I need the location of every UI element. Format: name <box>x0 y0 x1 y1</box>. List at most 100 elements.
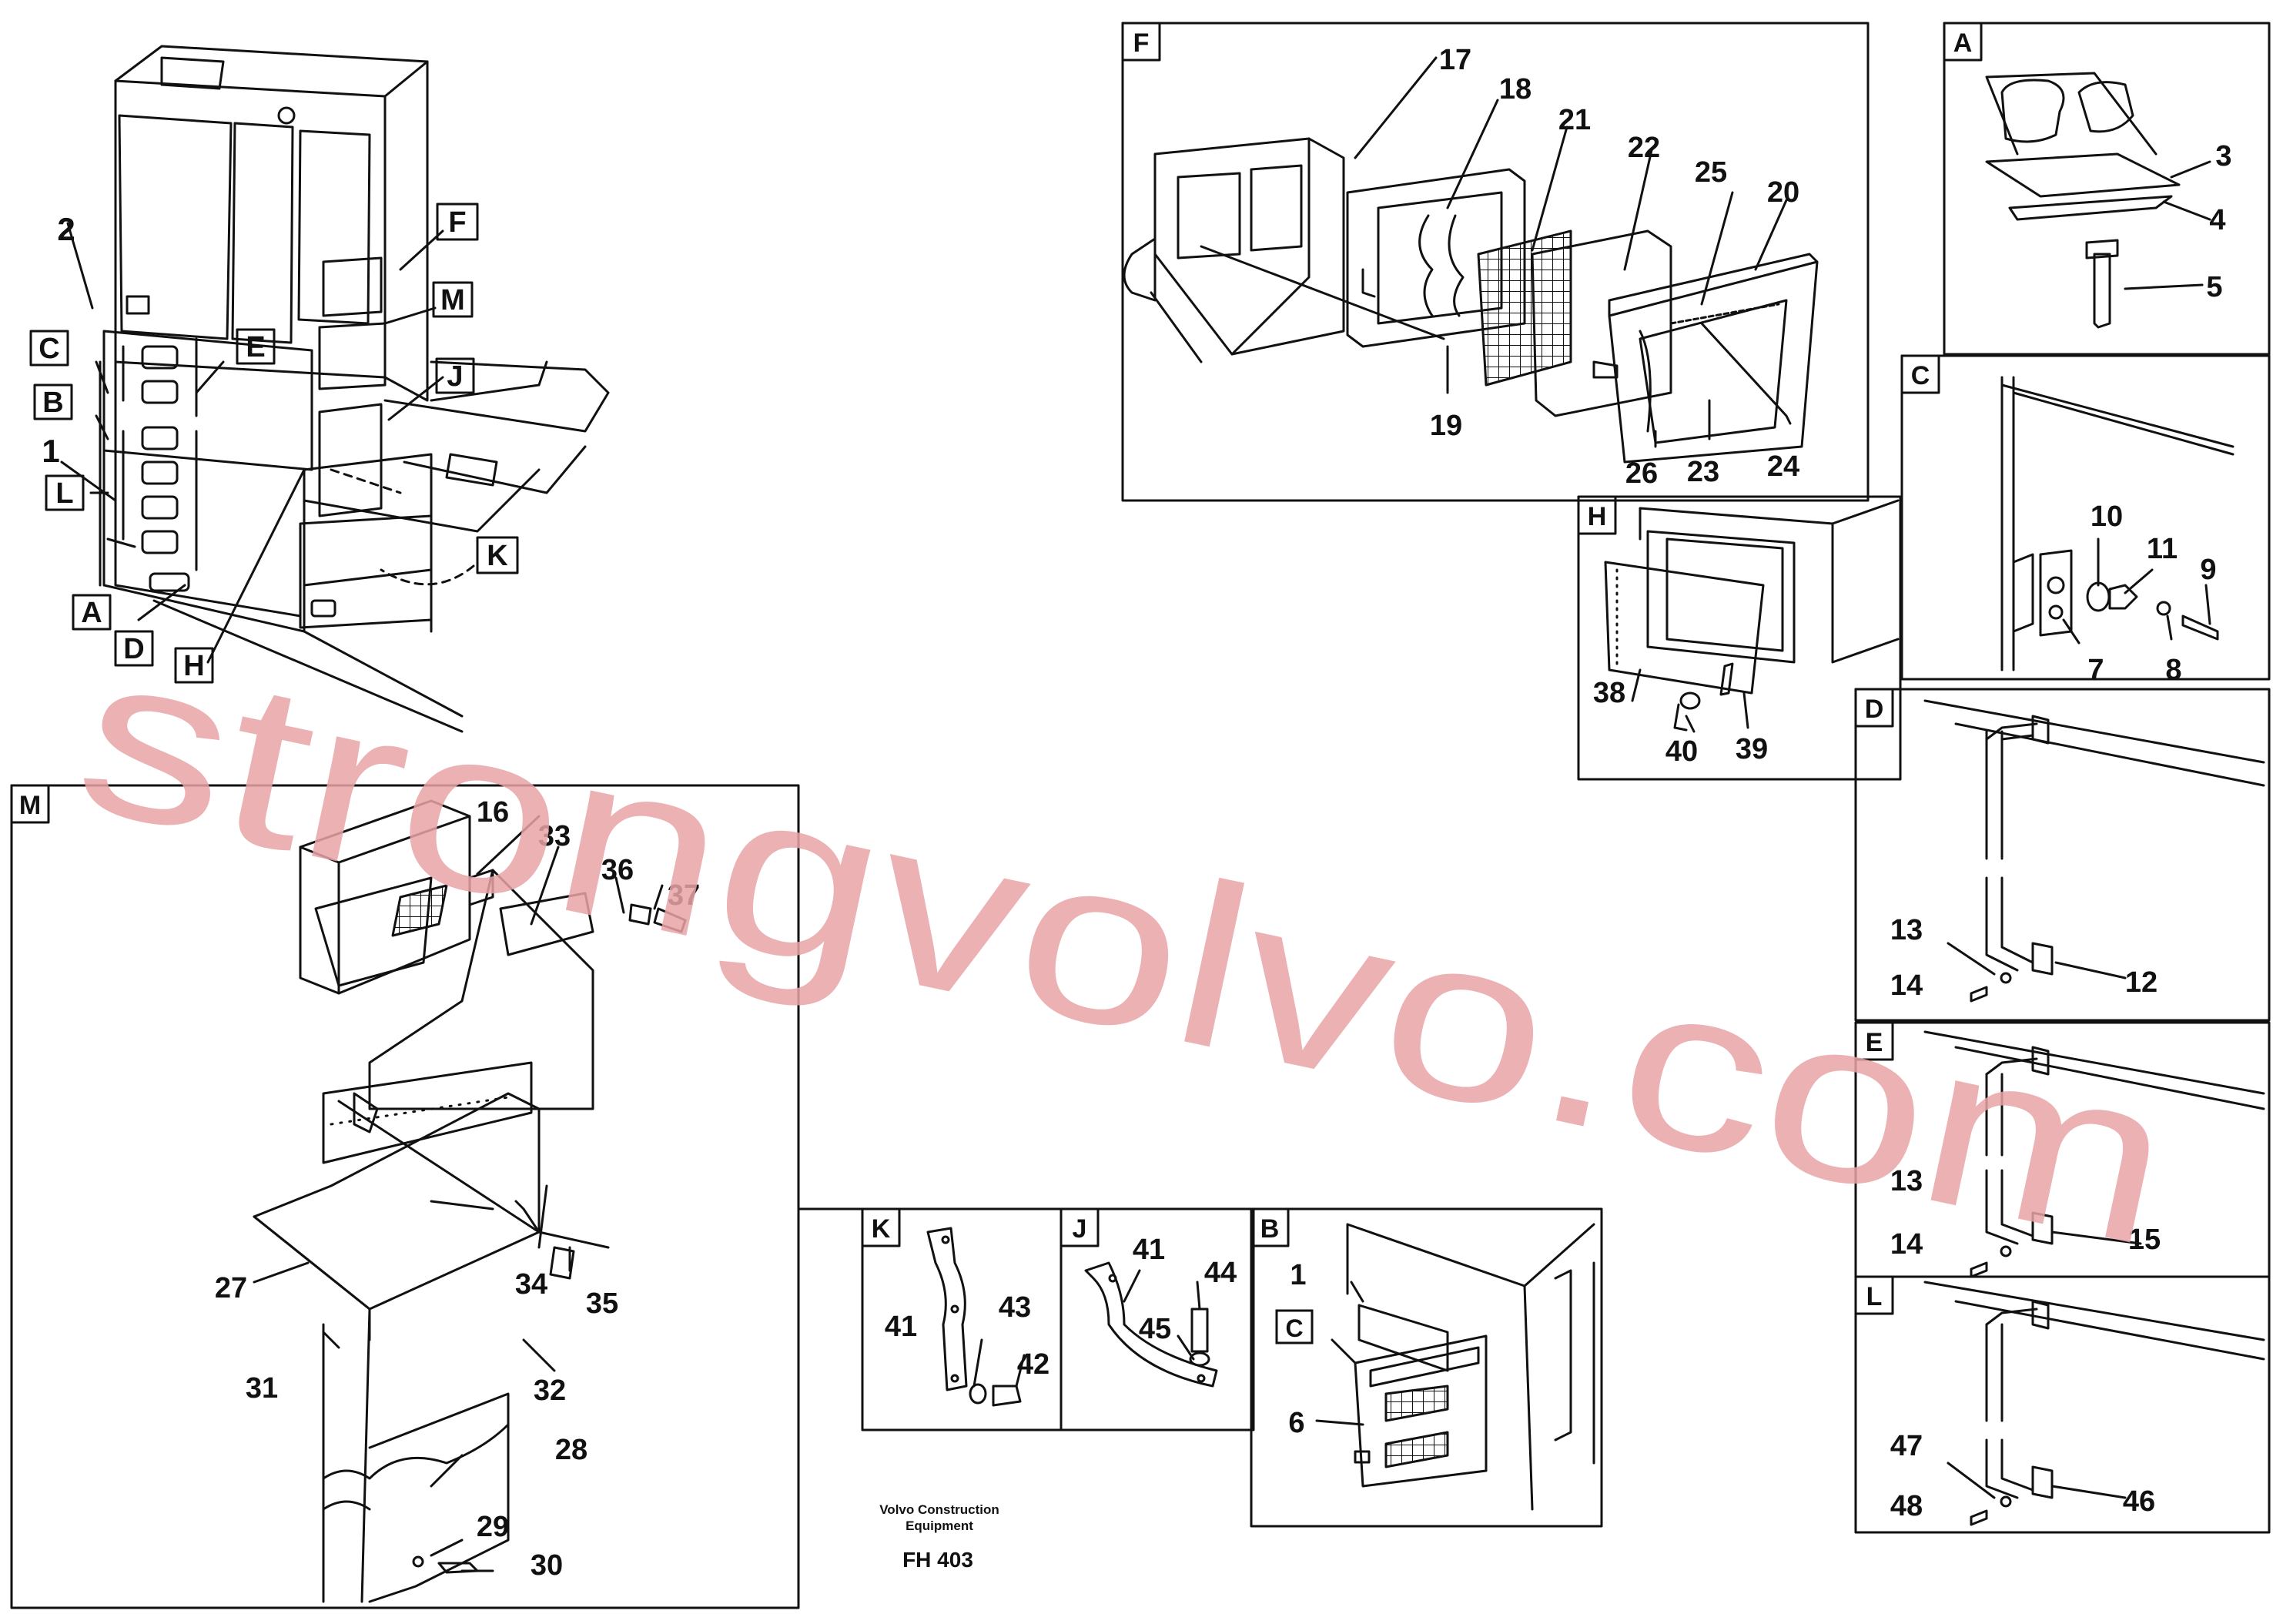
part-label-5: 5 <box>2206 271 2222 303</box>
panel-C-tag <box>1900 354 1940 394</box>
panel-M-illustration <box>253 799 687 1603</box>
part-label-46: 46 <box>2123 1485 2155 1518</box>
part-label-35: 35 <box>586 1287 618 1320</box>
overview-label-E: E <box>246 331 265 363</box>
panel-A-illustration <box>1985 72 2211 329</box>
overview-label-J: J <box>447 360 463 393</box>
panel-H-tag <box>1577 495 1617 535</box>
panel-D-tag <box>1854 688 1894 728</box>
part-label-39: 39 <box>1736 733 1768 765</box>
part-label-11: 11 <box>2147 533 2178 565</box>
panel-A-frame <box>1943 22 2271 356</box>
part-label-29: 29 <box>477 1511 509 1543</box>
part-label-8: 8 <box>2165 654 2181 686</box>
part-label-41-K: 41 <box>885 1311 917 1343</box>
part-label-23: 23 <box>1687 456 1719 488</box>
panel-F-illustration <box>1123 56 1819 464</box>
panel-K-letter: K <box>872 1214 891 1244</box>
part-label-4: 4 <box>2209 204 2225 236</box>
part-label-45: 45 <box>1139 1313 1171 1345</box>
part-label-36: 36 <box>601 854 634 886</box>
part-label-9: 9 <box>2200 554 2216 586</box>
panel-E-illustration <box>1923 1030 2265 1278</box>
panel-B-callout-C: C <box>1285 1314 1303 1342</box>
panel-H-letter: H <box>1588 502 1607 531</box>
panel-K-illustration <box>926 1227 1026 1407</box>
overview-label-F: F <box>448 206 466 239</box>
part-label-34: 34 <box>515 1268 547 1301</box>
overview-label-A: A <box>81 597 102 629</box>
part-label-47: 47 <box>1890 1430 1923 1462</box>
part-label-14-E: 14 <box>1890 1228 1923 1261</box>
overview-label-M-box <box>432 281 474 318</box>
part-label-33: 33 <box>538 820 571 852</box>
overview-label-B-box <box>33 383 73 420</box>
part-label-25: 25 <box>1695 156 1727 189</box>
overview-label-C: C <box>38 333 59 365</box>
panel-M-letter: M <box>19 791 41 820</box>
part-label-30: 30 <box>531 1549 563 1582</box>
panel-B-illustration <box>1315 1223 1595 1511</box>
panel-E-letter: E <box>1866 1028 1883 1057</box>
panel-F-frame <box>1121 22 1870 502</box>
footer-company-line2: Equipment <box>906 1519 973 1533</box>
part-label-40: 40 <box>1665 735 1698 768</box>
overview-label-C-box <box>29 330 69 367</box>
panel-D-letter: D <box>1865 695 1884 724</box>
overview-label-M: M <box>440 284 465 316</box>
panel-L-letter: L <box>1866 1282 1883 1311</box>
part-label-32: 32 <box>534 1375 566 1407</box>
footer-figure-code: FH 403 <box>902 1548 973 1572</box>
part-label-19: 19 <box>1430 410 1462 442</box>
part-label-17: 17 <box>1439 44 1471 76</box>
panel-E-tag <box>1854 1021 1894 1061</box>
part-label-15: 15 <box>2128 1224 2161 1256</box>
overview-label-H: H <box>183 650 204 682</box>
panel-L-frame <box>1854 1275 2271 1534</box>
overview-part-1: 1 <box>42 433 59 469</box>
panel-F-letter: F <box>1133 28 1150 58</box>
panel-M-tag <box>10 784 50 824</box>
part-label-10: 10 <box>2091 501 2123 533</box>
part-label-24: 24 <box>1767 450 1799 483</box>
panel-L-illustration <box>1923 1281 2265 1526</box>
overview-label-H-box <box>174 647 214 684</box>
part-label-43: 43 <box>999 1291 1031 1324</box>
overview-part-2: 2 <box>57 211 75 247</box>
part-label-31: 31 <box>246 1372 278 1405</box>
part-label-16: 16 <box>477 796 509 829</box>
part-label-42: 42 <box>1017 1348 1049 1381</box>
part-label-13-E: 13 <box>1890 1165 1923 1197</box>
part-label-3: 3 <box>2215 140 2231 172</box>
panel-C-illustration <box>2000 376 2235 671</box>
overview-label-L-box <box>45 474 85 511</box>
part-label-38: 38 <box>1593 677 1625 709</box>
part-label-44: 44 <box>1204 1257 1237 1289</box>
panel-J-illustration <box>1084 1261 1218 1388</box>
part-label-18: 18 <box>1499 73 1532 105</box>
panel-C-letter: C <box>1911 361 1930 390</box>
panel-B-letter: B <box>1260 1214 1280 1244</box>
panel-D-frame <box>1854 688 2271 1022</box>
part-label-20: 20 <box>1767 176 1799 209</box>
overview-label-L: L <box>55 477 73 510</box>
part-label-14-D: 14 <box>1890 969 1923 1002</box>
part-label-7: 7 <box>2087 654 2104 686</box>
panel-H-illustration <box>1604 499 1900 733</box>
part-label-12: 12 <box>2125 966 2158 999</box>
panel-D-illustration <box>1923 699 2265 1003</box>
footer-company-line1: Volvo Construction <box>879 1502 999 1517</box>
overview-label-F-box <box>436 203 479 241</box>
overview-label-B: B <box>42 387 63 419</box>
part-label-48: 48 <box>1890 1490 1923 1522</box>
part-label-13-D: 13 <box>1890 914 1923 946</box>
panel-M-frame <box>10 784 800 1609</box>
part-label-27: 27 <box>215 1272 247 1304</box>
panel-J-letter: J <box>1073 1214 1087 1244</box>
part-label-1-B: 1 <box>1290 1259 1306 1291</box>
part-label-21: 21 <box>1558 104 1591 136</box>
overview-illustration <box>60 45 610 733</box>
panel-A-tag <box>1943 22 1983 62</box>
